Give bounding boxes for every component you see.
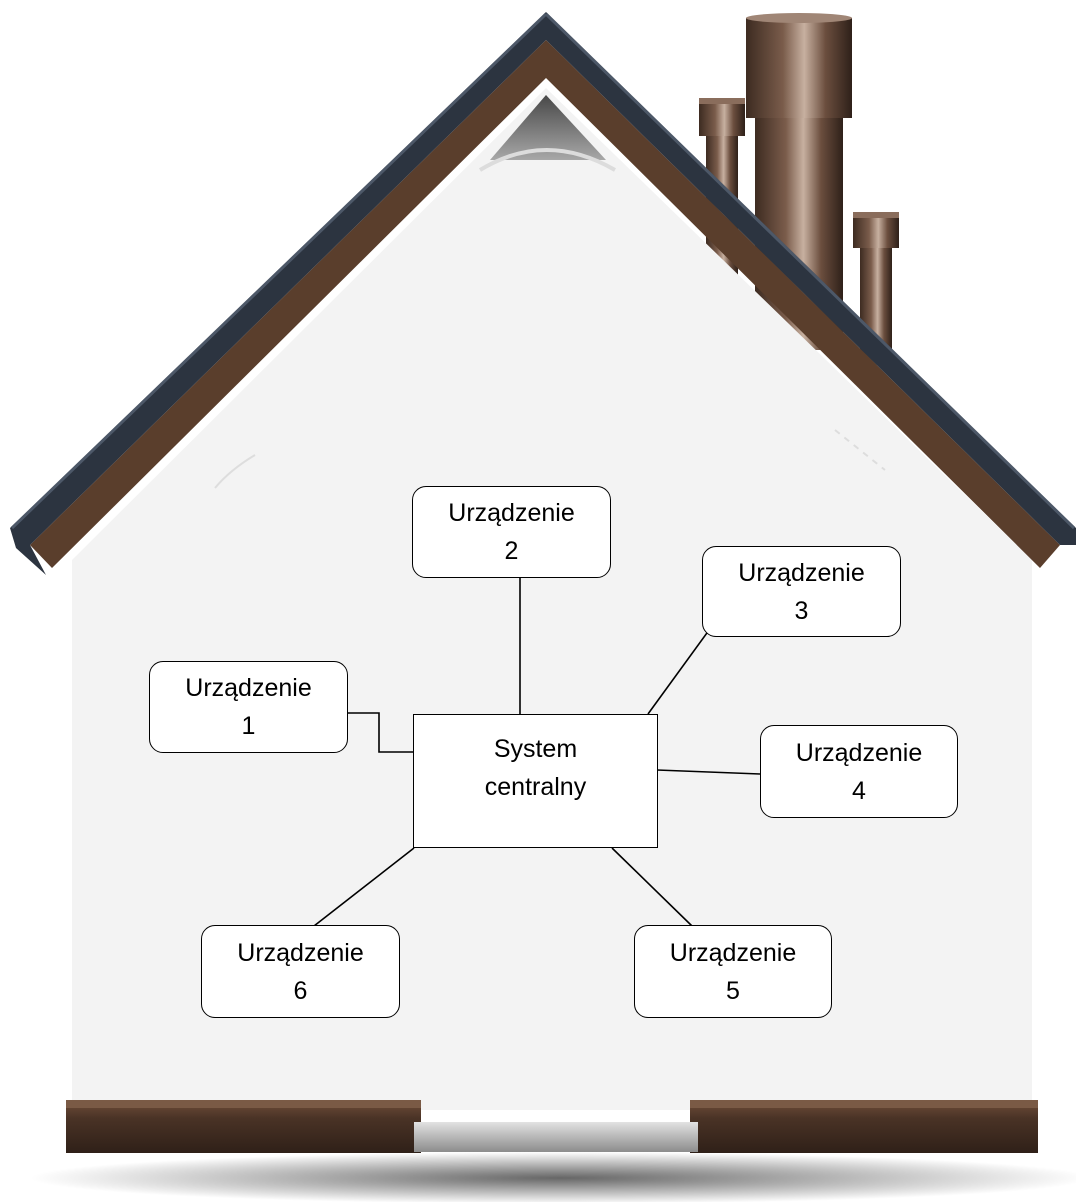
ground-shadow [30, 1152, 1076, 1202]
foundation-right [690, 1103, 1038, 1153]
device-5-number: 5 [726, 976, 740, 1005]
connector-device-4 [656, 769, 761, 775]
central-system-line1: System [493, 735, 578, 763]
attic-arch [478, 148, 617, 172]
device-5-box: Urządzenie 5 [634, 925, 832, 1018]
connector-device-5 [611, 847, 693, 927]
central-system-line2: centralny [484, 773, 587, 801]
device-3-box: Urządzenie 3 [702, 546, 901, 637]
connector-device-3 [647, 625, 713, 715]
connector-device-6 [313, 847, 415, 927]
device-4-box: Urządzenie 4 [760, 725, 958, 818]
device-2-label: Urządzenie [448, 499, 575, 527]
foundation-left [66, 1103, 421, 1153]
central-system-box: System centralny [413, 714, 658, 848]
connector-device-1 [348, 712, 414, 753]
device-5-label: Urządzenie [669, 938, 797, 967]
device-1-label: Urządzenie [185, 674, 312, 702]
device-4-label: Urządzenie [795, 738, 923, 767]
house-wall [72, 88, 1032, 1110]
device-4-number: 4 [852, 776, 866, 805]
device-6-number: 6 [293, 976, 308, 1005]
device-1-box: Urządzenie 1 [149, 661, 348, 753]
door-step [414, 1122, 698, 1152]
device-3-number: 3 [794, 596, 809, 625]
attic-shadow [490, 95, 606, 160]
device-6-label: Urządzenie [237, 938, 364, 967]
device-2-number: 2 [504, 537, 519, 565]
device-6-box: Urządzenie 6 [201, 925, 400, 1018]
device-2-box: Urządzenie 2 [412, 486, 611, 578]
device-1-number: 1 [241, 712, 256, 740]
device-3-label: Urządzenie [738, 558, 865, 587]
